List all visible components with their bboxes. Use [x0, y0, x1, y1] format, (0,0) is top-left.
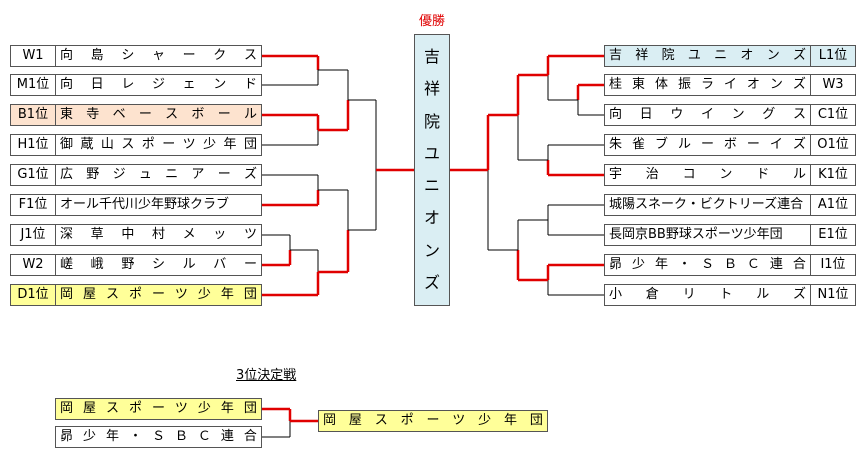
seed-label: J1位 — [10, 224, 56, 246]
champion-char: 祥 — [423, 79, 440, 99]
champion-char: ズ — [423, 272, 440, 292]
third-place-title: 3位決定戦 — [236, 368, 297, 383]
seed-label: I1位 — [810, 254, 856, 276]
team-name: 嵯峨野シルバー — [55, 254, 262, 276]
team-name: 向島シャークス — [55, 45, 262, 67]
team-name: 小倉リトルズ — [604, 284, 811, 306]
seed-label: O1位 — [810, 134, 856, 156]
seed-label: C1位 — [810, 104, 856, 126]
team-name: 宇治コンドル — [604, 164, 811, 186]
seed-label: W3 — [810, 74, 856, 96]
champion-char: ン — [423, 240, 440, 260]
seed-label: D1位 — [10, 284, 56, 306]
seed-label: E1位 — [810, 224, 856, 246]
team-name: 深草中村メッツ — [55, 224, 262, 246]
team-name: 広野ジュニアーズ — [55, 164, 262, 186]
team-name: 御蔵山スポーツ少年団 — [55, 134, 262, 156]
team-name: オール千代川少年野球クラブ — [55, 194, 262, 216]
seed-label: L1位 — [810, 45, 856, 67]
team-name: 向日レジェンド — [55, 74, 262, 96]
seed-label: G1位 — [10, 164, 56, 186]
champion-char: ユ — [423, 143, 440, 163]
team-name: 東寺ベースボール — [55, 104, 262, 126]
seed-label: N1位 — [810, 284, 856, 306]
champion-char: ニ — [423, 176, 440, 196]
champion-char: 院 — [423, 111, 440, 131]
seed-label: A1位 — [810, 194, 856, 216]
team-name: 吉祥院ユニオンズ — [604, 45, 811, 67]
winner-label: 優勝 — [418, 14, 445, 29]
third-place-winner: 岡屋スポーツ少年団 — [318, 410, 548, 432]
seed-label: M1位 — [10, 74, 56, 96]
seed-label: K1位 — [810, 164, 856, 186]
team-name: 城陽スネーク・ビクトリーズ連合 — [604, 194, 811, 216]
seed-label: B1位 — [10, 104, 56, 126]
champion-box: 吉祥院ユニオンズ — [414, 34, 450, 306]
team-name: 向日ウイングス — [604, 104, 811, 126]
team-name: 朱雀ブルーボーイズ — [604, 134, 811, 156]
champion-char: オ — [423, 208, 440, 228]
seed-label: H1位 — [10, 134, 56, 156]
team-name: 桂東体振ライオンズ — [604, 74, 811, 96]
champion-char: 吉 — [423, 47, 440, 67]
seed-label: W1 — [10, 45, 56, 67]
third-place-team: 岡屋スポーツ少年団 — [55, 398, 262, 420]
team-name: 長岡京BB野球スポーツ少年団 — [604, 224, 811, 246]
team-name: 岡屋スポーツ少年団 — [55, 284, 262, 306]
seed-label: F1位 — [10, 194, 56, 216]
seed-label: W2 — [10, 254, 56, 276]
